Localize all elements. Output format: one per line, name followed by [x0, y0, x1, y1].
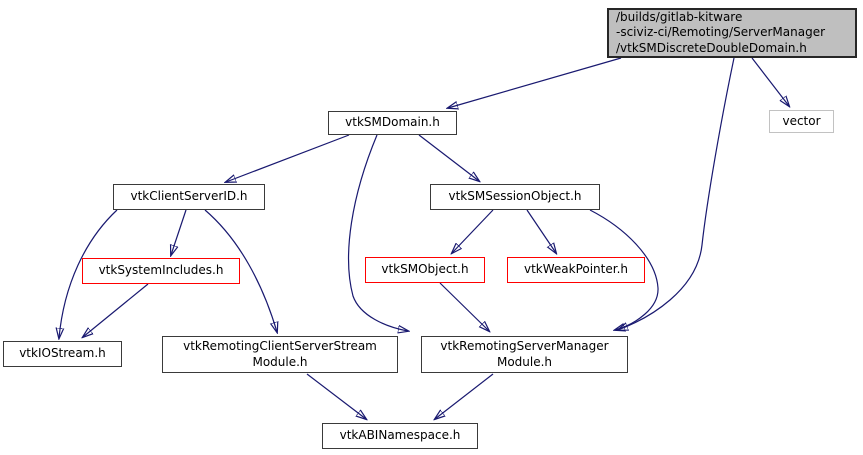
node-vtkweakpointer-h[interactable]: vtkWeakPointer.h — [507, 257, 645, 283]
node-vtkremotingservermanagermodule-h[interactable]: vtkRemotingServerManager Module.h — [421, 336, 628, 373]
edge-clientserverid-to-systemincludes — [171, 209, 187, 255]
edge-smobject-to-servermanagermodule — [439, 282, 489, 331]
node-vtksmdomain-h[interactable]: vtkSMDomain.h — [328, 111, 457, 135]
node-vtkremotingclientserverstreammodule-h[interactable]: vtkRemotingClientServerStream Module.h — [162, 336, 398, 373]
node-label: vtkSMDomain.h — [345, 115, 440, 130]
node-label: Module.h — [252, 354, 308, 369]
edge-streammodule-to-abinamespace — [306, 373, 366, 419]
edge-vtksmdomain-to-smsessionobject — [418, 134, 479, 181]
node-vtkabinamespace-h[interactable]: vtkABINamespace.h — [322, 423, 478, 449]
node-label: vtkClientServerID.h — [130, 189, 248, 204]
node-vtksmsessionobject-h[interactable]: vtkSMSessionObject.h — [430, 184, 600, 210]
current-file-line: /builds/gitlab-kitware — [616, 9, 743, 24]
node-label: Module.h — [496, 354, 553, 369]
node-label: vtkSMObject.h — [381, 262, 469, 277]
current-file-line: -sciviz-ci/Remoting/ServerManager — [616, 25, 826, 40]
edge-systemincludes-to-iostream — [83, 283, 149, 337]
node-label: vtkWeakPointer.h — [523, 262, 629, 277]
edge-clientserverid-to-iostream — [59, 209, 118, 338]
node-vector: vector — [769, 110, 834, 133]
edge-vtksmdomain-to-clientserverid — [226, 134, 350, 182]
edge-main-to-vtksmdomain — [448, 57, 622, 108]
edge-servermanagermodule-to-abinamespace — [435, 373, 494, 419]
node-vtksmobject-h[interactable]: vtkSMObject.h — [365, 257, 485, 283]
node-label: vtkSystemIncludes.h — [98, 263, 224, 278]
edge-main-to-vector — [751, 57, 789, 106]
edge-main-to-servermanagermodule — [618, 57, 735, 330]
current-file-line: /vtkSMDiscreteDoubleDomain.h — [616, 40, 807, 55]
edge-smsessionobject-to-servermanagermodule — [589, 209, 659, 330]
node-label: vtkRemotingClientServerStream — [183, 339, 377, 354]
edge-clientserverid-to-streammodule — [204, 209, 277, 332]
node-label: vtkSMSessionObject.h — [448, 189, 582, 204]
node-label: vtkABINamespace.h — [339, 428, 461, 443]
node-vtkclientserverid-h[interactable]: vtkClientServerID.h — [113, 184, 265, 210]
edge-smsessionobject-to-smobject — [452, 209, 494, 253]
edge-vtksmdomain-to-servermanagermodule — [348, 134, 408, 331]
node-label: vector — [782, 113, 821, 128]
node-label: vtkIOStream.h — [19, 346, 106, 361]
node-current-file: /builds/gitlab-kitware -sciviz-ci/Remoti… — [607, 8, 857, 58]
node-vtkiostream-h[interactable]: vtkIOStream.h — [3, 341, 122, 367]
node-vtksystemincludes-h[interactable]: vtkSystemIncludes.h — [82, 258, 240, 284]
node-label: vtkRemotingServerManager — [440, 339, 609, 354]
edge-smsessionobject-to-weakpointer — [526, 209, 556, 253]
